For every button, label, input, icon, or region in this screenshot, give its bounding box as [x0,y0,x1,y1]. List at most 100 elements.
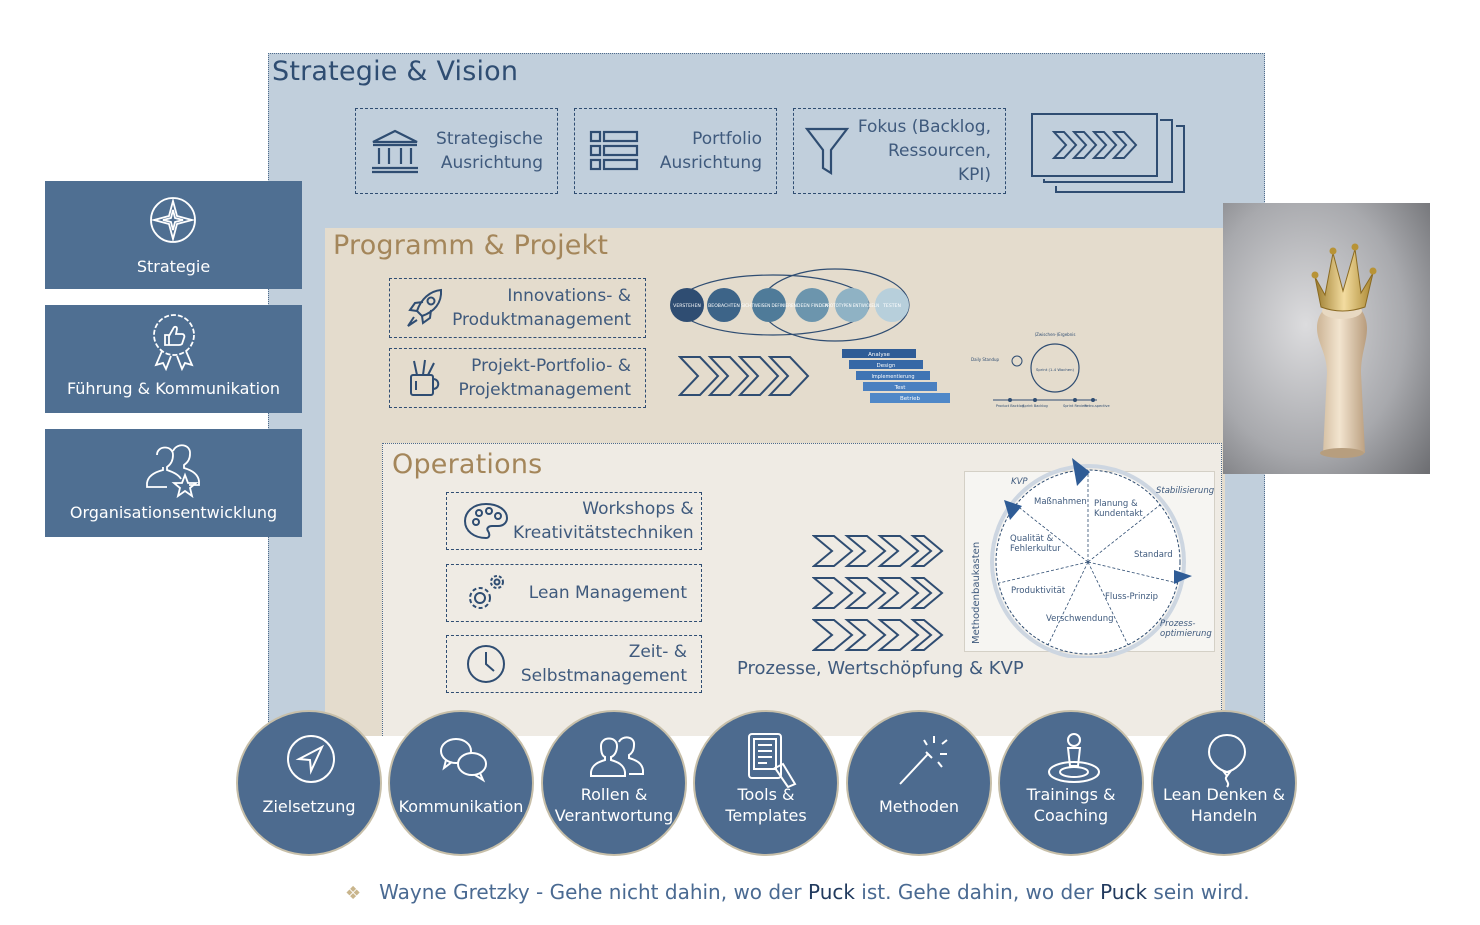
stacked-chevron-icon [1031,113,1185,193]
target-person-icon [1048,733,1100,783]
quote-text: sein wird. [1147,880,1250,904]
waterfall-step: Betrieb [900,396,920,402]
left-card-label: Führung & Kommunikation [66,379,281,398]
quote-highlight: Puck [807,880,855,904]
pencil-cup-icon [398,354,452,402]
left-card-strategie[interactable]: Strategie [45,181,302,289]
strategy-box-label: Portfolio Ausrichtung [659,129,762,173]
left-card-label: Strategie [136,257,211,276]
scrum-label: Sprint (1-4 Wochen) [1036,367,1075,372]
wheel-prozess: Prozess-optimierung [1160,619,1212,639]
dt-step: SICHTWEISEN DEFINIEREN [741,303,797,308]
wheel-segment: Qualität &Fehlerkultur [1010,534,1061,554]
waterfall-step: Design [877,363,897,369]
strategy-title: Strategie & Vision [272,56,519,87]
ops-box-zeit[interactable]: Zeit- & Selbstmanagement [446,635,702,693]
circle-label: Tools & Templates [725,785,807,825]
wheel-segment: Maßnahmen [1034,497,1087,507]
wheel-side-label: Methodenbaukasten [971,542,982,644]
quote-text: Wayne Gretzky - Gehe nicht dahin, wo der [379,880,808,904]
strategy-box-ausrichtung[interactable]: Strategische Ausrichtung [355,108,558,194]
users-icon [590,736,644,777]
scrum-label: Retro-spective [1084,404,1109,408]
circle-tools[interactable]: Tools & Templates [693,710,839,856]
wheel-kvp: KVP [1011,477,1028,487]
waterfall-step: Analyse [868,352,890,358]
design-thinking-chain: VERSTEHEN BEOBACHTEN SICHTWEISEN DEFINIE… [670,268,910,342]
wheel-segment: Planung &Kundentakt [1094,499,1143,519]
circle-trainings[interactable]: Trainings & Coaching [998,710,1144,856]
program-box-innovation[interactable]: Innovations- & Produktmanagement [389,278,646,338]
scrum-label: Sprint Backlog [1022,404,1047,408]
circle-methoden[interactable]: Methoden [846,710,992,856]
dt-step: PROTOTYPEN ENTWICKELN [825,303,879,308]
quote-highlight: Puck [1100,880,1148,904]
balloon-icon [1207,733,1247,788]
ops-box-workshops[interactable]: Workshops & Kreativitätstechniken [446,492,702,550]
circle-label: Rollen & Verantwortung [554,785,674,825]
waterfall-diagram: Analyse Design Implementierung Test Betr… [842,349,950,403]
palette-icon [459,497,513,545]
tablet-icon [748,733,797,788]
institution-icon [368,127,422,175]
rocket-icon [398,284,452,332]
scrum-label: Sprint Review [1063,404,1087,408]
magic-wand-icon [899,736,948,785]
program-chevrons [678,356,810,396]
circle-zielsetzung[interactable]: Zielsetzung [236,710,382,856]
wheel-segment: Verschwendung [1046,614,1114,624]
clock-icon [459,640,513,688]
circle-lean-denken[interactable]: Lean Denken & Handeln [1151,710,1297,856]
circle-label: Lean Denken & Handeln [1162,785,1286,825]
strategy-box-label: Strategische Ausrichtung [436,129,543,173]
scrum-label: Product Backlog [996,404,1024,408]
circle-label: Kommunikation [398,797,524,816]
program-box-label: Projekt-Portfolio- & Projektmanagement [458,356,631,400]
gears-icon [459,569,513,617]
photo-queen-figure [1223,203,1430,474]
circle-label: Zielsetzung [262,797,356,816]
circle-label: Trainings & Coaching [1026,785,1116,825]
quote-text: ist. Gehe dahin, wo der [854,880,1101,904]
wheel-segment: Standard [1134,550,1173,560]
dt-step: IDEEN FINDEN [796,303,829,309]
people-star-icon [146,444,200,499]
left-card-fuehrung[interactable]: Führung & Kommunikation [45,305,302,413]
program-box-label: Innovations- & Produktmanagement [452,286,631,330]
program-title: Programm & Projekt [333,230,609,261]
scrum-label: (Zwischen-)Ergebnis [1035,332,1076,337]
method-wheel: Maßnahmen Planung &Kundentakt Standard F… [971,458,1215,658]
strategy-box-portfolio[interactable]: Portfolio Ausrichtung [574,108,777,194]
navigation-icon [287,735,335,783]
waterfall-step: Test [894,385,907,391]
circle-rollen[interactable]: Rollen & Verantwortung [541,710,687,856]
chat-icon [440,738,487,783]
circle-label: Methoden [879,797,959,816]
dt-step: BEOBACHTEN [708,303,740,309]
scrum-label: Daily Standup [971,357,1000,362]
wheel-segment: Fluss-Prinzip [1105,592,1158,602]
circle-kommunikation[interactable]: Kommunikation [388,710,534,856]
strategy-box-label: Fokus (Backlog, Ressourcen, KPI) [857,117,991,185]
thumbs-up-badge-icon [153,314,195,371]
ops-chevrons [812,535,944,651]
ops-box-label: Workshops & Kreativitätstechniken [513,499,694,543]
program-box-projekt[interactable]: Projekt-Portfolio- & Projektmanagement [389,348,646,408]
quote-line: ❖ Wayne Gretzky - Gehe nicht dahin, wo de… [345,880,1250,904]
left-card-label: Organisationsentwicklung [69,503,278,522]
strategy-box-fokus[interactable]: Fokus (Backlog, Ressourcen, KPI) [793,108,1006,194]
compass-icon [150,197,196,243]
operations-title: Operations [392,449,543,480]
wheel-segment: Produktivität [1011,586,1066,596]
dt-step: TESTEN [882,303,901,309]
ops-box-lean[interactable]: Lean Management [446,564,702,622]
ops-box-label: Zeit- & Selbstmanagement [520,642,687,686]
ops-box-label: Lean Management [528,583,687,603]
left-card-organisation[interactable]: Organisationsentwicklung [45,429,302,537]
diamond-bullet-icon: ❖ [345,883,362,904]
list-icon [587,127,641,175]
wheel-stabilisierung: Stabilisierung [1156,486,1215,496]
scrum-cycle-diagram: (Zwischen-)Ergebnis Daily Standup Sprint… [971,332,1110,408]
funnel-icon [800,127,854,175]
ops-caption: Prozesse, Wertschöpfung & KVP [737,658,1024,679]
